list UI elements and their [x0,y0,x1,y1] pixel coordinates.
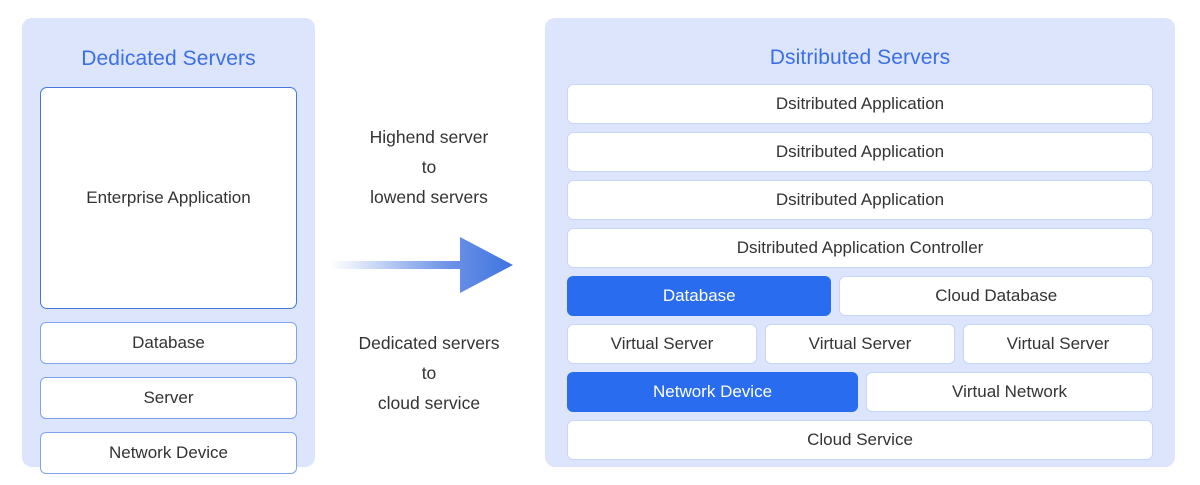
arrow-right-icon [327,230,527,300]
box-label: Network Device [653,382,773,401]
box-label: Dsitributed Application [775,190,945,209]
box-server: Server [40,377,297,419]
caption-line-1: Highend server [369,127,489,147]
box-label: Enterprise Application [86,188,251,207]
box-cloud-database: Cloud Database [839,276,1154,316]
box-label: Cloud Service [807,430,913,449]
box-label: Virtual Server [610,334,714,353]
box-label: Database [132,333,205,352]
row-network: Network Device Virtual Network [567,372,1153,412]
caption-line-1: Dedicated servers [358,333,500,353]
row-virtual-servers: Virtual Server Virtual Server Virtual Se… [567,324,1153,364]
caption-line-2: to [421,157,437,177]
box-label: Cloud Database [935,286,1058,305]
box-label: Dsitributed Application [775,94,945,113]
box-distributed-application: Dsitributed Application [567,84,1153,124]
box-virtual-network: Virtual Network [866,372,1153,412]
box-network-device-highlighted: Network Device [567,372,859,412]
caption-line-3: lowend servers [370,187,488,207]
box-label: Virtual Server [808,334,912,353]
box-label: Database [662,286,736,305]
transition-column: Highend server to lowend servers [325,18,533,467]
box-database: Database [40,322,297,364]
caption-line-2: to [421,363,437,383]
box-virtual-server-1: Virtual Server [567,324,757,364]
dedicated-servers-panel: Dedicated Servers Enterprise Application… [22,18,315,474]
caption-line-3: cloud service [377,393,481,413]
caption-dedicated-to-cloud: Dedicated servers to cloud service [325,328,533,418]
box-label: Server [143,388,194,407]
box-virtual-server-2: Virtual Server [765,324,955,364]
box-distributed-application: Dsitributed Application [567,132,1153,172]
dedicated-servers-stack: Enterprise Application Database Server N… [40,87,297,474]
dedicated-servers-title: Dedicated Servers [81,47,256,70]
caption-highend-to-lowend: Highend server to lowend servers [325,122,533,212]
box-label: Virtual Network [952,382,1067,401]
box-database-highlighted: Database [567,276,832,316]
box-distributed-application: Dsitributed Application [567,180,1153,220]
row-distributed-application-3: Dsitributed Application [567,180,1153,220]
box-label: Virtual Server [1006,334,1110,353]
distributed-servers-stack: Dsitributed Application Dsitributed Appl… [567,84,1154,460]
distributed-servers-panel: Dsitributed Servers Dsitributed Applicat… [545,18,1175,467]
box-network-device: Network Device [40,432,297,474]
row-database: Database Cloud Database [567,276,1154,316]
row-distributed-application-1: Dsitributed Application [567,84,1153,124]
box-label: Dsitributed Application [775,142,945,161]
box-label: Network Device [108,443,229,462]
row-cloud-service: Cloud Service [567,420,1153,460]
box-enterprise-application: Enterprise Application [40,87,297,309]
box-cloud-service: Cloud Service [567,420,1153,460]
distributed-servers-title: Dsitributed Servers [769,46,951,69]
box-virtual-server-3: Virtual Server [963,324,1153,364]
row-distributed-application-controller: Dsitributed Application Controller [567,228,1153,268]
box-distributed-application-controller: Dsitributed Application Controller [567,228,1153,268]
box-label: Dsitributed Application Controller [736,238,984,257]
row-distributed-application-2: Dsitributed Application [567,132,1153,172]
